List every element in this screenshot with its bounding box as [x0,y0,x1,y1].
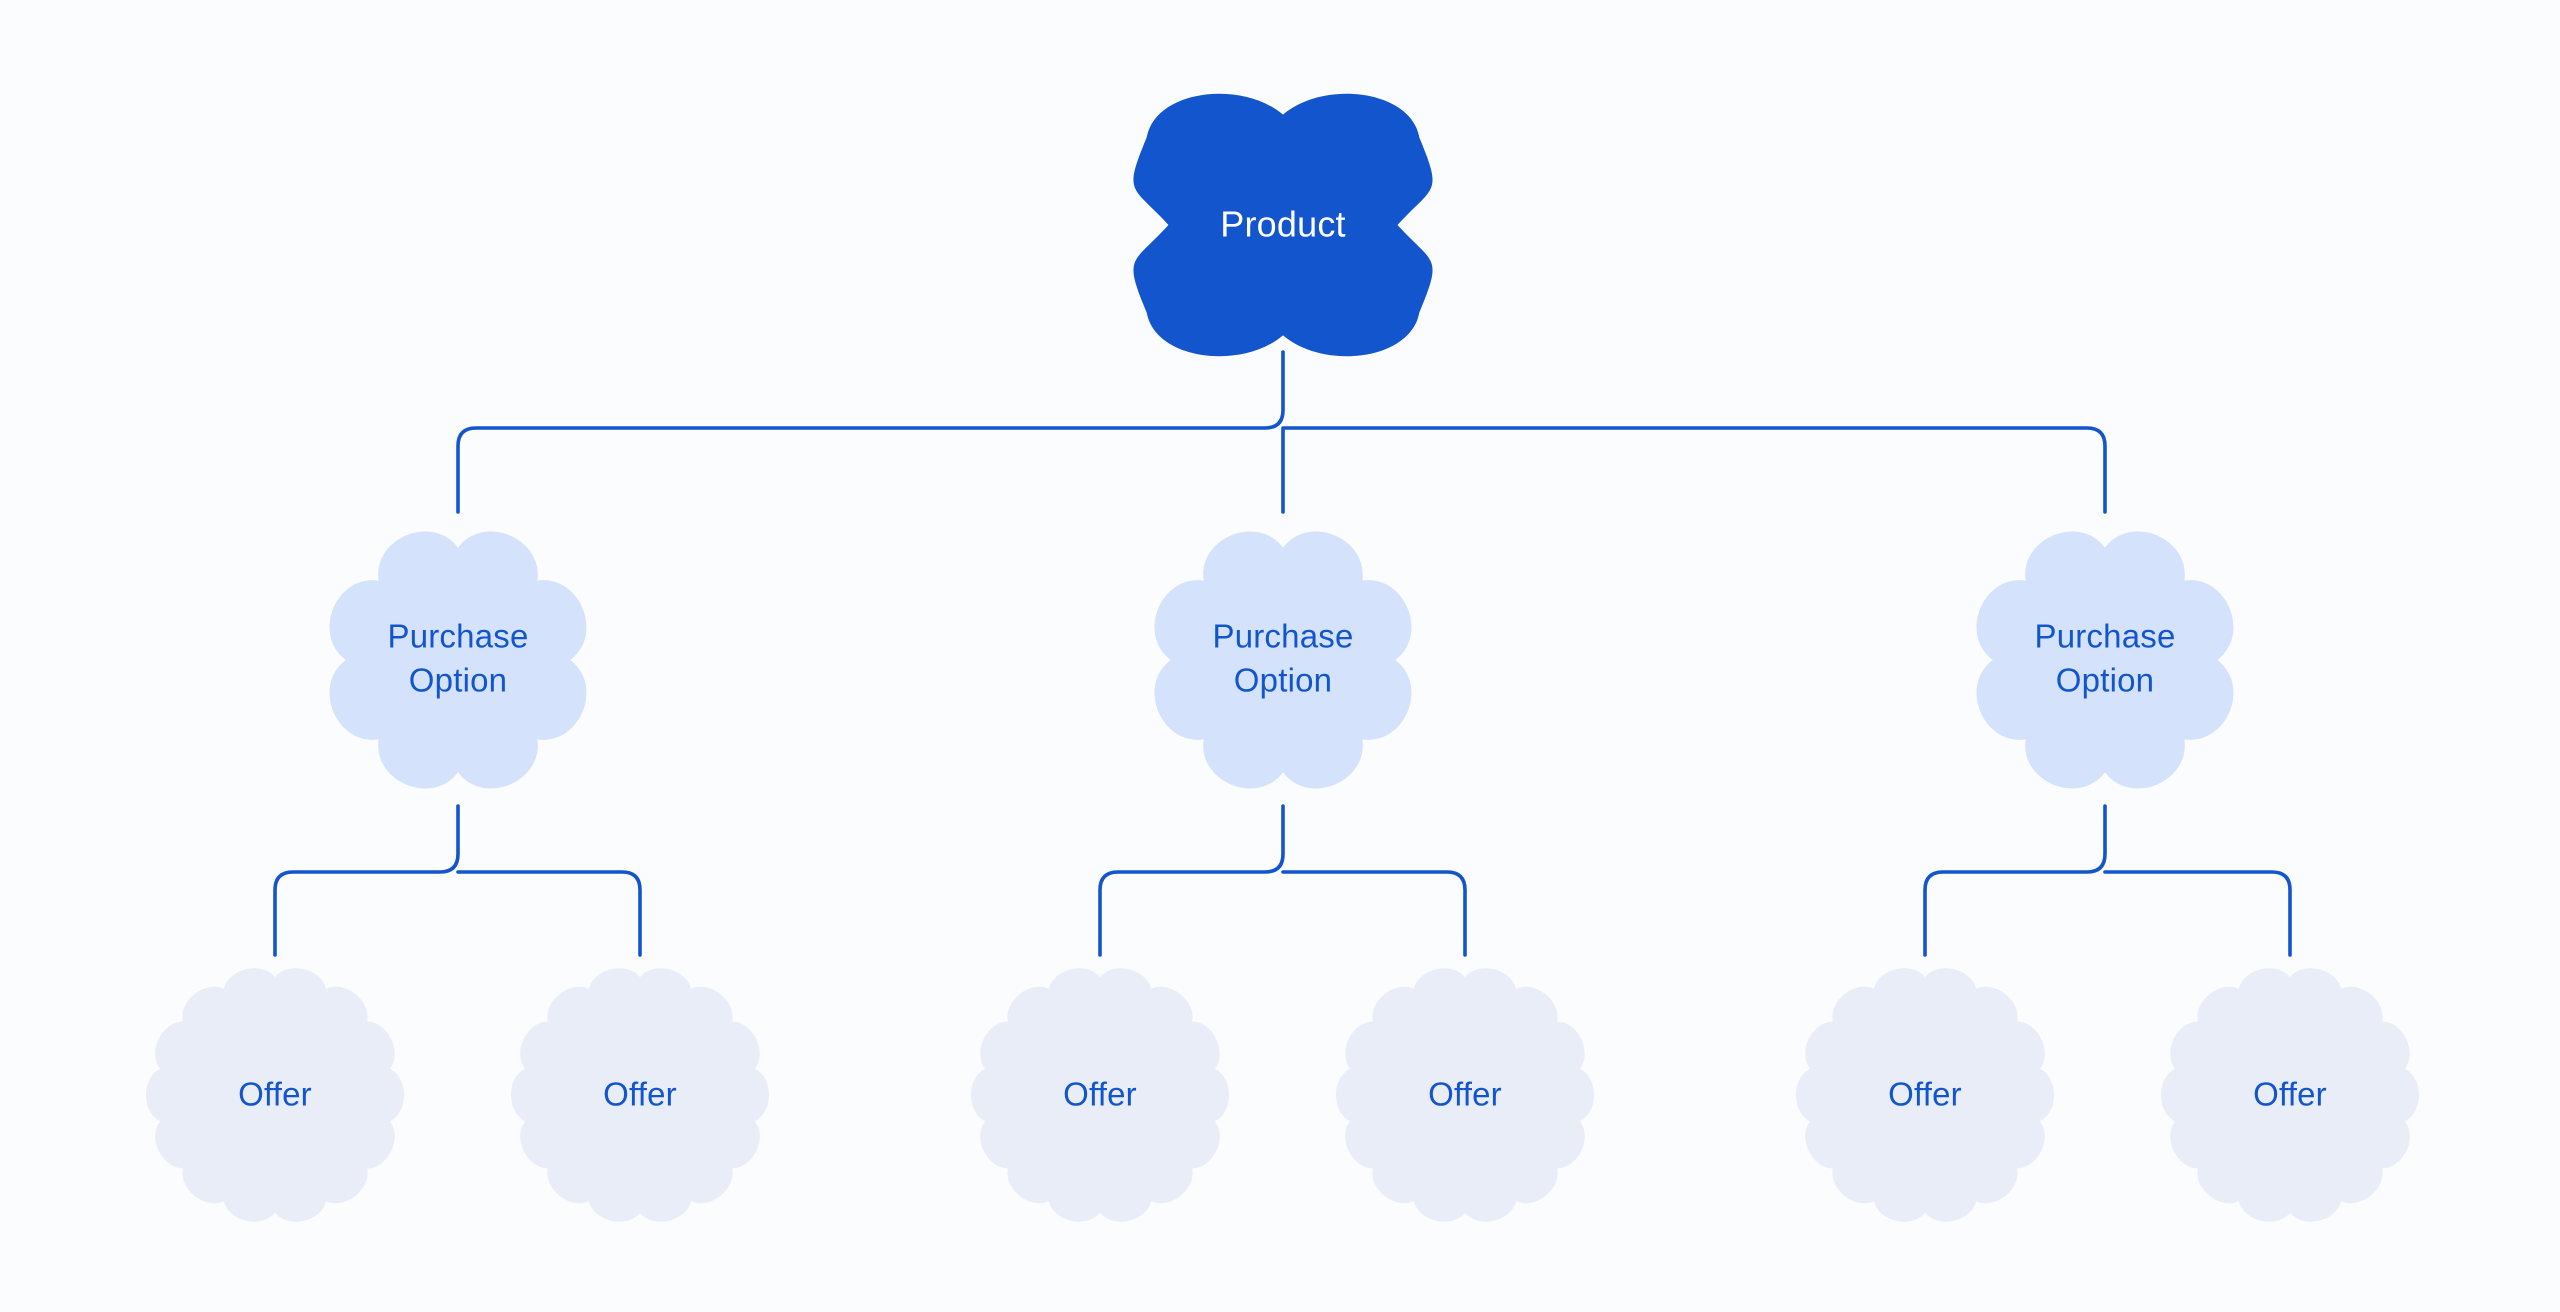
offer-label: Offer [603,1076,677,1113]
leaf-node-offer-4[interactable]: Offer [1335,968,1595,1222]
purchase-option-label-line1: Purchase [1212,618,1353,655]
offer-blob-shape[interactable] [145,968,405,1222]
purchase-option-label-line1: Purchase [387,618,528,655]
connector-group [273,350,2292,957]
offer-label: Offer [238,1076,312,1113]
product-label: Product [1220,204,1345,245]
purchase-option-label-line2: Option [1234,662,1332,699]
offer-blob-shape[interactable] [1335,968,1595,1222]
offer-blob-shape[interactable] [2160,968,2420,1222]
leaf-node-offer-5[interactable]: Offer [1795,968,2055,1222]
purchase-option-label-line1: Purchase [2034,618,2175,655]
leaf-node-offer-6[interactable]: Offer [2160,968,2420,1222]
connector-root-to-options [456,350,2107,514]
mid-node-purchase-option-3[interactable]: Purchase Option [1976,531,2234,789]
leaf-node-offer-2[interactable]: Offer [510,968,770,1222]
purchase-option-blob-shape[interactable] [1154,531,1412,789]
leaf-node-offer-3[interactable]: Offer [970,968,1230,1222]
connector-option2-to-offers [1098,804,1467,957]
offer-label: Offer [1428,1076,1502,1113]
purchase-option-label-line2: Option [409,662,507,699]
connector-option1-to-offers [273,804,642,957]
purchase-option-blob-shape[interactable] [1976,531,2234,789]
offer-label: Offer [1888,1076,1962,1113]
offer-label: Offer [2253,1076,2327,1113]
root-node-product[interactable]: Product [1133,93,1433,357]
purchase-option-label-line2: Option [2056,662,2154,699]
product-blob-shape[interactable] [1133,93,1433,357]
mid-node-purchase-option-1[interactable]: Purchase Option [329,531,587,789]
leaf-node-offer-1[interactable]: Offer [145,968,405,1222]
purchase-option-blob-shape[interactable] [329,531,587,789]
offer-blob-shape[interactable] [510,968,770,1222]
connector-option3-to-offers [1923,804,2292,957]
offer-blob-shape[interactable] [970,968,1230,1222]
offer-blob-shape[interactable] [1795,968,2055,1222]
mid-node-purchase-option-2[interactable]: Purchase Option [1154,531,1412,789]
offer-label: Offer [1063,1076,1137,1113]
